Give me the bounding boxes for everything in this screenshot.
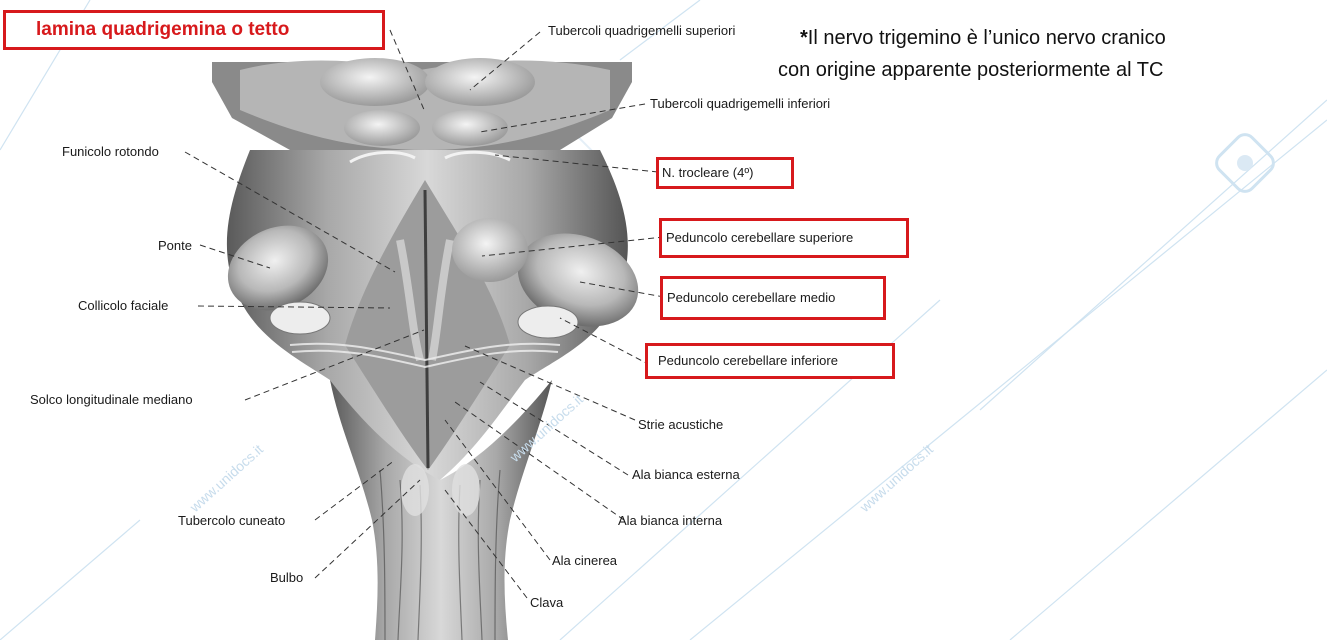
note-line-1: *Il nervo trigemino è l’unico nervo cran… [800,26,1166,50]
label-ponte: Ponte [158,238,192,254]
watermark-logo-icon [1212,130,1277,195]
label-ala-cinerea: Ala cinerea [552,553,617,569]
note-asterisk: * [800,27,808,49]
highlight-n-trocleare: N. trocleare (4º) [656,157,794,189]
label-tubercoli-quadrigemelli-superiori: Tubercoli quadrigemelli superiori [548,23,735,39]
label-ala-bianca-interna: Ala bianca interna [618,513,722,529]
highlight-peduncolo-superiore: Peduncolo cerebellare superiore [659,218,909,258]
label-funicolo-rotondo: Funicolo rotondo [62,144,159,160]
label-strie-acustiche: Strie acustiche [638,417,723,433]
label-clava: Clava [530,595,563,611]
label-collicolo-faciale: Collicolo faciale [78,298,168,314]
highlight-peduncolo-inferiore: Peduncolo cerebellare inferiore [645,343,895,379]
note-line-1-text: Il nervo trigemino è l’unico nervo crani… [808,27,1166,49]
label-ala-bianca-esterna: Ala bianca esterna [632,467,740,483]
label-solco-longitudinale-mediano: Solco longitudinale mediano [30,392,193,408]
label-bulbo: Bulbo [270,570,303,586]
label-peduncolo-cerebellare-inferiore: Peduncolo cerebellare inferiore [658,353,838,369]
highlight-peduncolo-medio: Peduncolo cerebellare medio [660,276,886,320]
label-peduncolo-cerebellare-medio: Peduncolo cerebellare medio [667,290,835,306]
note-line-2: con origine apparente posteriormente al … [778,58,1163,82]
label-n-trocleare: N. trocleare (4º) [662,165,753,181]
label-tubercolo-cuneato: Tubercolo cuneato [178,513,285,529]
label-peduncolo-cerebellare-superiore: Peduncolo cerebellare superiore [666,230,853,246]
label-tubercoli-quadrigemelli-inferiori: Tubercoli quadrigemelli inferiori [650,96,830,112]
title-box: lamina quadrigemina o tetto [3,10,385,50]
title-text: lamina quadrigemina o tetto [36,19,289,41]
